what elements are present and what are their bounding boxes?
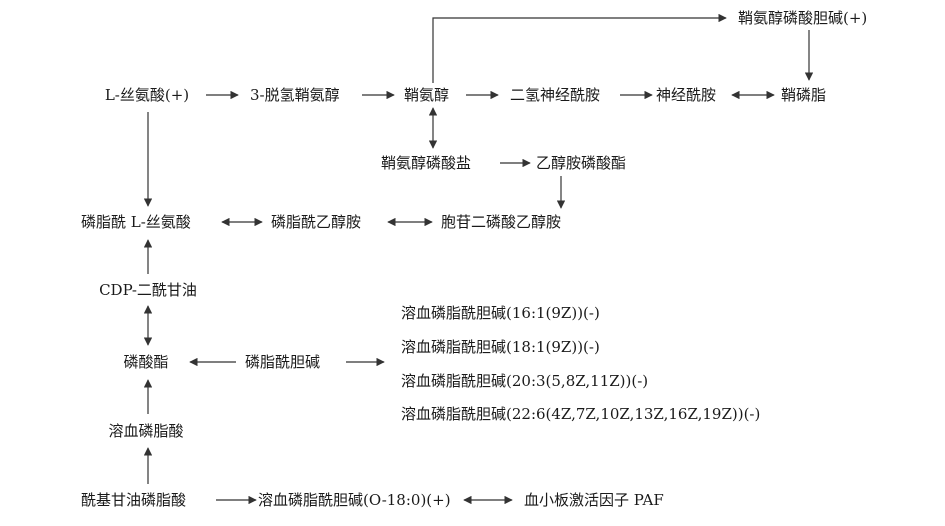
- arrow-sphinganine-to-sphingosylphosphorylcholine: [432, 13, 727, 83]
- node-lysopc-o18: 溶血磷脂酰胆碱(O-18:0)(+): [258, 491, 451, 509]
- node-phosphatidylserine: 磷脂酰 L-丝氨酸: [81, 213, 191, 231]
- node-lysopc-20-3: 溶血磷脂酰胆碱(20:3(5,8Z,11Z))(-): [401, 372, 649, 390]
- node-phosphatidylcholine: 磷脂酰胆碱: [245, 353, 321, 371]
- node-paf: 血小板激活因子 PAF: [524, 491, 664, 509]
- node-phosphatidylethanolamine: 磷脂酰乙醇胺: [271, 213, 362, 231]
- node-lysopc-18-1: 溶血磷脂酰胆碱(18:1(9Z))(-): [401, 338, 600, 356]
- node-l-serine: L-丝氨酸(+): [104, 86, 190, 104]
- node-ceramide: 神经酰胺: [656, 86, 717, 104]
- node-acylglycerophosphate: 酰基甘油磷脂酸: [81, 491, 187, 509]
- node-lysopc-16-1: 溶血磷脂酰胆碱(16:1(9Z))(-): [401, 304, 600, 322]
- node-sphinganine-phosphate: 鞘氨醇磷酸盐: [381, 154, 472, 172]
- node-ethanolamine-phosphate: 乙醇胺磷酸酯: [536, 154, 627, 172]
- node-lysophosphatidic-acid: 溶血磷脂酸: [108, 422, 184, 440]
- node-phosphate-ester: 磷酸酯: [123, 353, 169, 371]
- node-sphingomyelin: 鞘磷脂: [781, 86, 827, 104]
- node-cdp-diacylglycerol: CDP-二酰甘油: [99, 281, 197, 299]
- node-sphingosylphosphorylcholine: 鞘氨醇磷酸胆碱(+): [738, 9, 868, 27]
- node-sphinganine: 鞘氨醇: [404, 86, 450, 104]
- node-cdp-ethanolamine: 胞苷二磷酸乙醇胺: [441, 213, 562, 231]
- node-lysopc-22-6: 溶血磷脂酰胆碱(22:6(4Z,7Z,10Z,13Z,16Z,19Z))(-): [401, 405, 761, 423]
- node-3-dehydrosphinganine: 3-脱氢鞘氨醇: [250, 86, 340, 104]
- node-dihydroceramide: 二氢神经酰胺: [510, 86, 601, 104]
